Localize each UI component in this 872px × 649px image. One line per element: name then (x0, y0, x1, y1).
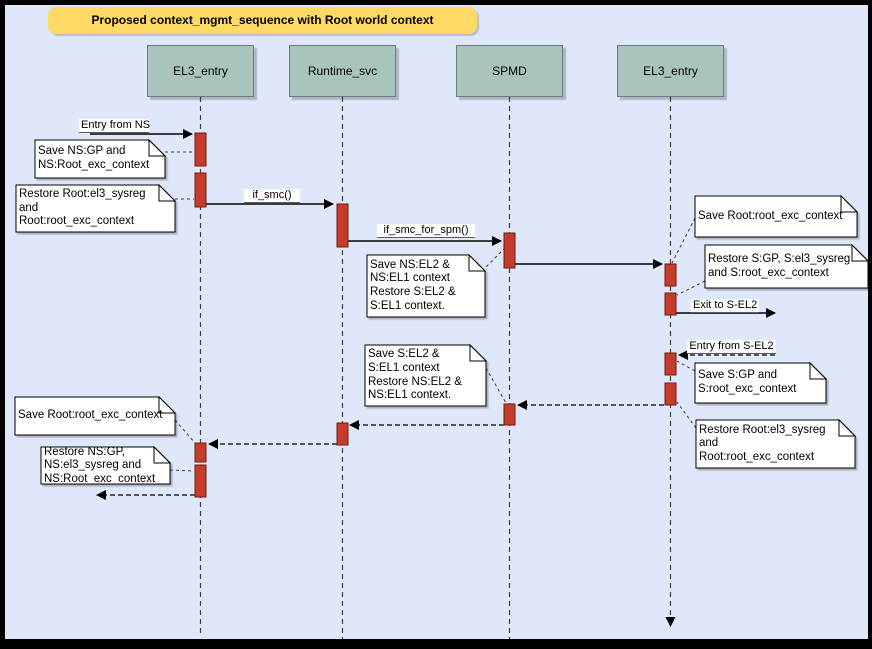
note-shape-8 (364, 344, 487, 407)
message-label-if-smc: if_smc() (244, 189, 300, 203)
diagram-title: Proposed context_mgmt_sequence with Root… (48, 7, 477, 34)
note-fold-8 (469, 343, 488, 362)
note-shape-3 (366, 254, 486, 318)
lifeline-header-label: Runtime_svc (307, 64, 378, 78)
message-label-entry-from-sel2: Entry from S-EL2 (687, 340, 776, 354)
note-restore-root-el3-sysreg-bottom: Restore Root:el3_sysreg and Root:root_ex… (699, 423, 826, 463)
activation-runtime-2 (336, 422, 349, 446)
lifeline-header-label: EL3_entry (173, 64, 228, 78)
activation-el3r-3 (664, 352, 677, 376)
message-label-if-smc-for-spm: if_smc_for_spm() (377, 224, 475, 238)
message-label-exit-to-sel2: Exit to S-EL2 (691, 299, 759, 313)
note-fold-1 (148, 138, 167, 157)
lifeline-header-el3-entry-left: EL3_entry (147, 45, 254, 97)
frame-border-right (868, 0, 872, 649)
lifeline-header-label: SPMD (492, 64, 527, 78)
note-save-sgp: Save S:GP and S:root_exc_context (698, 369, 797, 395)
activation-el3r-4 (664, 382, 677, 406)
lifeline-header-label: EL3_entry (643, 64, 698, 78)
note-save-root-exc-right: Save Root:root_exc_context (698, 209, 843, 222)
activation-el3l-1 (194, 132, 207, 167)
frame-border-bottom (0, 639, 872, 649)
note-connector-7 (676, 401, 697, 429)
message-label-entry-from-ns: Entry from NS (79, 119, 151, 133)
note-connector-4 (671, 217, 696, 264)
note-shape-2 (15, 184, 176, 233)
note-save-nsgp: Save NS:GP and NS:Root_exc_context (38, 145, 150, 171)
activation-el3r-2 (664, 292, 677, 316)
note-save-ns-el2: Save NS:EL2 & NS:EL1 context Restore S:E… (370, 258, 456, 312)
note-connector-8 (485, 367, 507, 404)
note-shape-4 (694, 195, 858, 238)
note-fold-2 (158, 183, 177, 202)
note-connector-6 (676, 360, 696, 372)
frame-border-top (0, 0, 872, 5)
note-save-root-exc-left: Save Root:root_exc_context (18, 409, 163, 422)
note-shape-10 (40, 446, 171, 485)
lifeline-header-el3-entry-right: EL3_entry (617, 45, 724, 97)
note-restore-sgp: Restore S:GP, S:el3_sysreg and S:root_ex… (708, 252, 851, 279)
note-fold-5 (851, 243, 870, 262)
activation-el3l-2 (194, 172, 207, 208)
note-fold-9 (158, 395, 177, 414)
note-shape-1 (34, 139, 166, 179)
note-fold-6 (809, 361, 828, 380)
note-connector-3 (481, 248, 505, 272)
activation-runtime-1 (336, 203, 349, 248)
note-fold-10 (153, 445, 172, 464)
activation-el3r-1 (664, 263, 677, 287)
lifeline-header-spmd: SPMD (456, 45, 563, 97)
activation-el3l-3 (194, 442, 207, 463)
note-restore-nsgp: Restore NS:GP, NS:el3_sysreg and NS:Root… (44, 445, 156, 485)
note-connector-5 (676, 280, 706, 296)
lifeline-header-runtime-svc: Runtime_svc (289, 45, 396, 97)
note-shape-9 (14, 396, 176, 436)
note-save-s-el2: Save S:EL2 & S:EL1 context Restore NS:EL… (368, 348, 462, 402)
activation-spmd-1 (503, 232, 516, 269)
note-fold-7 (838, 418, 857, 437)
note-fold-3 (468, 253, 487, 272)
note-connector-10 (169, 469, 195, 472)
frame-border-left (0, 0, 5, 649)
note-restore-root-el3-sysreg-top: Restore Root:el3_sysreg and Root:root_ex… (19, 188, 146, 228)
note-shape-7 (695, 419, 856, 469)
note-connector-9 (174, 419, 196, 444)
activation-spmd-2 (503, 403, 516, 426)
activation-el3l-4 (194, 464, 207, 498)
note-fold-4 (840, 194, 859, 213)
note-shape-6 (694, 362, 827, 404)
